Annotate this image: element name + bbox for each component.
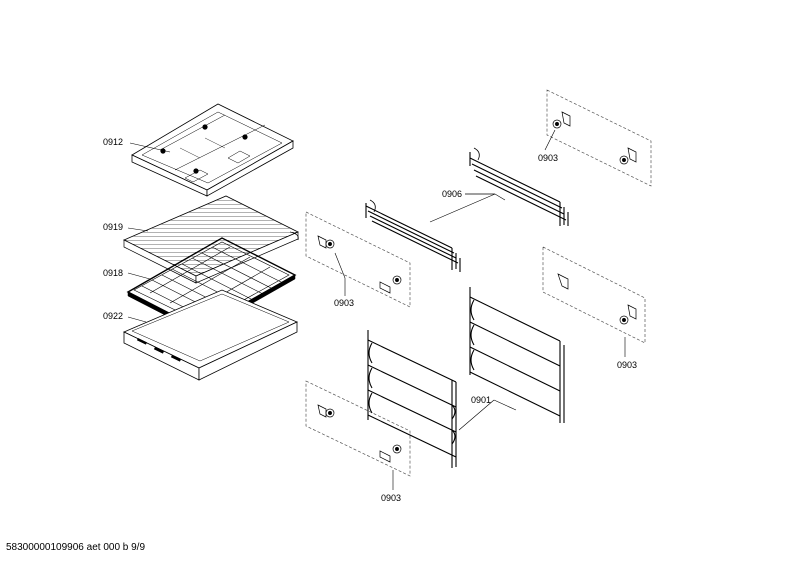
wire-grid-0919 bbox=[123, 195, 299, 284]
document-footer: 58300000109906 aet 000 b 9/9 bbox=[6, 542, 146, 553]
rails-0906 bbox=[365, 147, 569, 272]
label-0919: 0919 bbox=[103, 222, 124, 232]
bracket-clips bbox=[317, 111, 637, 463]
label-0901: 0901 bbox=[471, 395, 492, 405]
label-0903-mid-right: 0903 bbox=[617, 360, 638, 370]
panel-top-right bbox=[546, 89, 652, 187]
panel-mid-right bbox=[542, 246, 646, 344]
baking-tray-0922 bbox=[123, 289, 298, 381]
label-0918: 0918 bbox=[103, 268, 124, 278]
label-0906: 0906 bbox=[442, 189, 463, 199]
leader-lines bbox=[127, 129, 626, 490]
rails-0901 bbox=[367, 287, 565, 468]
baking-plate-0912 bbox=[131, 103, 294, 197]
panel-mid-left bbox=[305, 211, 411, 308]
label-0912: 0912 bbox=[103, 137, 124, 147]
bracket-panels bbox=[305, 89, 652, 477]
label-0903-mid-left: 0903 bbox=[334, 298, 355, 308]
label-0903-top-right: 0903 bbox=[538, 153, 559, 163]
label-0903-bottom: 0903 bbox=[381, 493, 402, 503]
label-0922: 0922 bbox=[103, 311, 124, 321]
panel-bottom bbox=[305, 380, 411, 477]
